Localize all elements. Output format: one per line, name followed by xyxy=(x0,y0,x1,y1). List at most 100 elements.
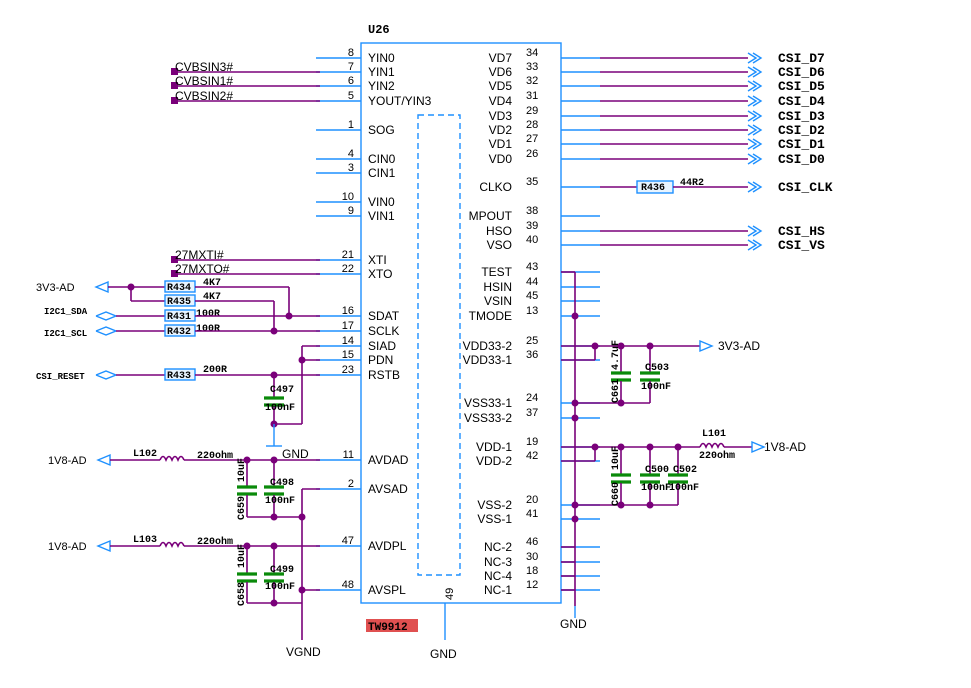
pin-number: 35 xyxy=(526,176,538,188)
c498-value: 100nF xyxy=(265,496,295,507)
cvbsin1-label: CVBSIN1# xyxy=(175,74,233,88)
pin-number: 36 xyxy=(526,349,538,361)
c661-ref: C661 xyxy=(611,379,622,403)
pin-name: VSS33-2 xyxy=(464,411,512,425)
pin-number: 40 xyxy=(526,234,538,246)
pin-number: 38 xyxy=(526,205,538,217)
r433-value: 200R xyxy=(203,365,227,376)
pin-name: VD2 xyxy=(489,123,513,137)
pin-number: 47 xyxy=(342,535,354,547)
v18-b-label: 1V8-AD xyxy=(48,541,87,553)
xto-label: 27MXTO# xyxy=(175,262,230,276)
pin-name: YIN2 xyxy=(368,79,395,93)
pin-name: NC-4 xyxy=(484,569,512,583)
csi-net-label: CSI_D4 xyxy=(778,94,825,109)
pin-number: 5 xyxy=(348,90,354,102)
pin-number: 34 xyxy=(526,47,538,59)
right-pin-vd2: 28 VD2 xyxy=(489,119,600,137)
v18-decoupling: 10uF C660 C500 100nF C502 100nF L101 220… xyxy=(561,429,806,509)
pin-name: VDD33-1 xyxy=(463,353,513,367)
csi-net-csi-d5: CSI_D5 xyxy=(600,79,825,94)
pin-name: RSTB xyxy=(368,368,400,382)
left-pin-xto: 22 XTO xyxy=(316,263,392,281)
pin-name: AVSAD xyxy=(368,482,408,496)
csi-net-label: CSI_D2 xyxy=(778,123,825,138)
pin-name: VSS-1 xyxy=(477,512,512,526)
pin-name: VDD-1 xyxy=(476,440,512,454)
l101-ref: L101 xyxy=(702,429,726,440)
r432-value: 100R xyxy=(196,324,220,335)
xti-label: 27MXTI# xyxy=(175,248,224,262)
csi-net-csi-d4: CSI_D4 xyxy=(600,94,825,109)
pin-name: VD5 xyxy=(489,79,513,93)
pin-name: VSIN xyxy=(484,294,512,308)
pin-number: 39 xyxy=(526,220,538,232)
csi-net-csi-d7: CSI_D7 xyxy=(600,51,825,66)
pin-number: 31 xyxy=(526,90,538,102)
pin-name: SOG xyxy=(368,123,395,137)
c660-value: 10uF xyxy=(611,446,622,470)
csi-net-label: CSI_D3 xyxy=(778,109,825,124)
csi-net-label: CSI_D7 xyxy=(778,51,825,66)
pin49-number: 49 xyxy=(444,588,456,600)
r433-ref: R433 xyxy=(167,371,191,382)
c497-ref: C497 xyxy=(270,385,294,396)
csi-net-csi-d6: CSI_D6 xyxy=(600,65,825,80)
csi-net-label: CSI_D5 xyxy=(778,79,825,94)
pin-name: NC-3 xyxy=(484,555,512,569)
r435-ref: R435 xyxy=(167,297,191,308)
reset-label: CSI_RESET xyxy=(36,372,85,382)
csi-net-label: CSI_D1 xyxy=(778,137,825,152)
vgnd-label: VGND xyxy=(286,645,321,659)
r434-ref: R434 xyxy=(167,283,191,294)
chip-ref: U26 xyxy=(368,23,390,37)
pin-number: 42 xyxy=(526,450,538,462)
pin-name: TEST xyxy=(481,265,512,279)
pin-number: 17 xyxy=(342,320,354,332)
pin-name: XTO xyxy=(368,267,392,281)
pin-number: 22 xyxy=(342,263,354,275)
csi-hs-label: CSI_HS xyxy=(778,224,825,239)
pin-number: 10 xyxy=(342,191,354,203)
pin-number: 11 xyxy=(343,449,354,461)
pin-name: PDN xyxy=(368,353,393,367)
pin-name: VD3 xyxy=(489,109,513,123)
pin-number: 23 xyxy=(342,364,354,376)
c497-value: 100nF xyxy=(265,403,295,414)
l103-ref: L103 xyxy=(133,535,157,546)
v18-a-label: 1V8-AD xyxy=(48,455,87,467)
csi-net-label: CSI_D0 xyxy=(778,152,825,167)
pin-name: NC-2 xyxy=(484,540,512,554)
pin-number: 24 xyxy=(526,392,538,404)
pin-name: VIN1 xyxy=(368,209,395,223)
csi-net-csi-d3: CSI_D3 xyxy=(600,109,825,124)
pin-name: CIN1 xyxy=(368,166,396,180)
r436-ref: R436 xyxy=(641,183,665,194)
pin-name: YIN1 xyxy=(368,65,395,79)
pin-number: 1 xyxy=(348,119,354,131)
pin-number: 28 xyxy=(526,119,538,131)
pin-number: 8 xyxy=(348,47,354,59)
pin-number: 27 xyxy=(526,133,538,145)
csi-clk-label: CSI_CLK xyxy=(778,180,833,195)
